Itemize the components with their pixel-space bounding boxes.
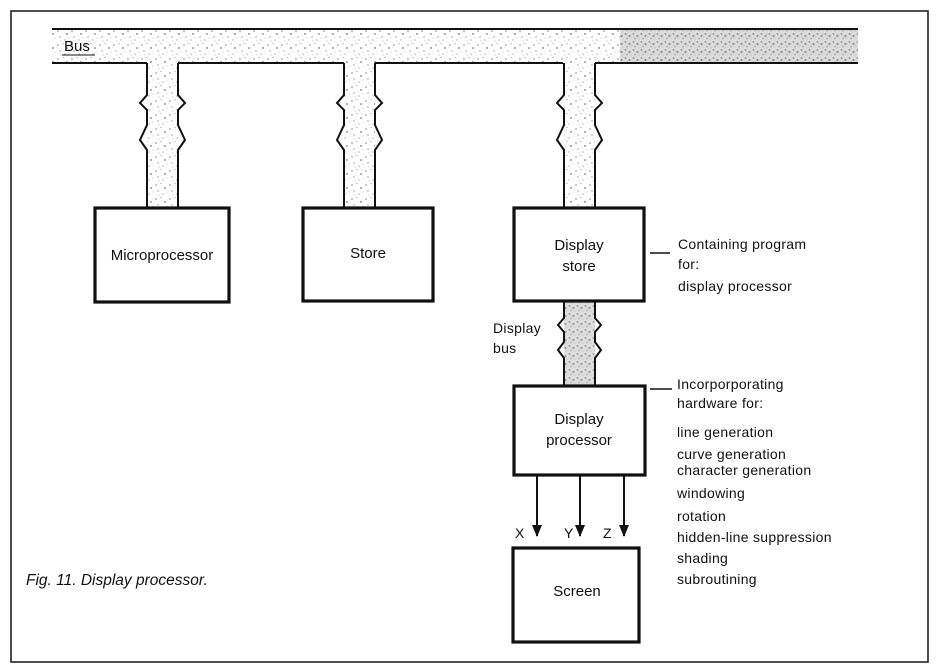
display-processor-box-outline bbox=[512, 384, 647, 477]
signal-arrows bbox=[532, 475, 629, 537]
y-signal-label: Y bbox=[564, 525, 574, 541]
display-bus-label-line-2: bus bbox=[493, 340, 516, 356]
display-processor-note-heading-1: Incorporporating bbox=[677, 376, 784, 392]
store-branch-fill bbox=[344, 63, 375, 208]
hardware-feature-item: line generation bbox=[677, 424, 773, 440]
screen-label: Screen bbox=[553, 583, 601, 600]
hardware-feature-item: hidden-line suppression bbox=[677, 529, 832, 545]
bus-branches bbox=[138, 63, 604, 386]
hardware-feature-item: curve generation bbox=[677, 446, 786, 462]
figure-caption: Fig. 11. Display processor. bbox=[26, 572, 208, 589]
display-store-label-line-1: Display bbox=[554, 237, 604, 254]
display-store-label-line-2: store bbox=[562, 258, 595, 275]
figure-frame bbox=[10, 10, 929, 663]
display-processor-note-heading-2: hardware for: bbox=[677, 395, 763, 411]
hardware-feature-item: character generation bbox=[677, 462, 811, 478]
display-processor-label-line-2: processor bbox=[546, 432, 612, 449]
screen-box-outline bbox=[511, 546, 641, 644]
display-bus-fill bbox=[564, 301, 595, 386]
z-signal-label: Z bbox=[603, 525, 612, 541]
display-processor-label-line-1: Display bbox=[554, 411, 604, 428]
display-bus bbox=[556, 301, 603, 386]
display-store-branch-fill bbox=[564, 63, 595, 208]
microprocessor-box: Microprocessor bbox=[93, 206, 231, 304]
display-processor-box: Display processor bbox=[512, 384, 647, 477]
hardware-feature-item: windowing bbox=[676, 485, 745, 501]
display-store-note-line-2: for: bbox=[678, 256, 699, 272]
screen-box: Screen bbox=[511, 546, 641, 644]
microprocessor-label: Microprocessor bbox=[111, 247, 214, 264]
display-store-note-line-3: display processor bbox=[678, 278, 792, 294]
microprocessor-branch-fill bbox=[147, 63, 178, 208]
store-branch bbox=[335, 63, 384, 208]
display-store-branch bbox=[555, 63, 604, 208]
store-label: Store bbox=[350, 245, 386, 262]
hardware-feature-list: line generation curve generation charact… bbox=[676, 424, 832, 587]
microprocessor-branch bbox=[138, 63, 187, 208]
hardware-feature-item: shading bbox=[677, 550, 728, 566]
store-box-outline bbox=[301, 206, 435, 303]
main-bus bbox=[52, 28, 858, 64]
bus-label: Bus bbox=[64, 38, 90, 55]
display-bus-label-line-1: Display bbox=[493, 320, 541, 336]
display-store-box: Display store bbox=[512, 206, 646, 303]
x-signal-label: X bbox=[515, 525, 525, 541]
display-store-note-line-1: Containing program bbox=[678, 236, 806, 252]
hardware-feature-item: rotation bbox=[677, 508, 726, 524]
store-box: Store bbox=[301, 206, 435, 303]
microprocessor-box-outline bbox=[93, 206, 231, 304]
display-store-box-outline bbox=[512, 206, 646, 303]
main-bus-dense-fill bbox=[620, 29, 858, 63]
hardware-feature-item: subroutining bbox=[677, 571, 757, 587]
